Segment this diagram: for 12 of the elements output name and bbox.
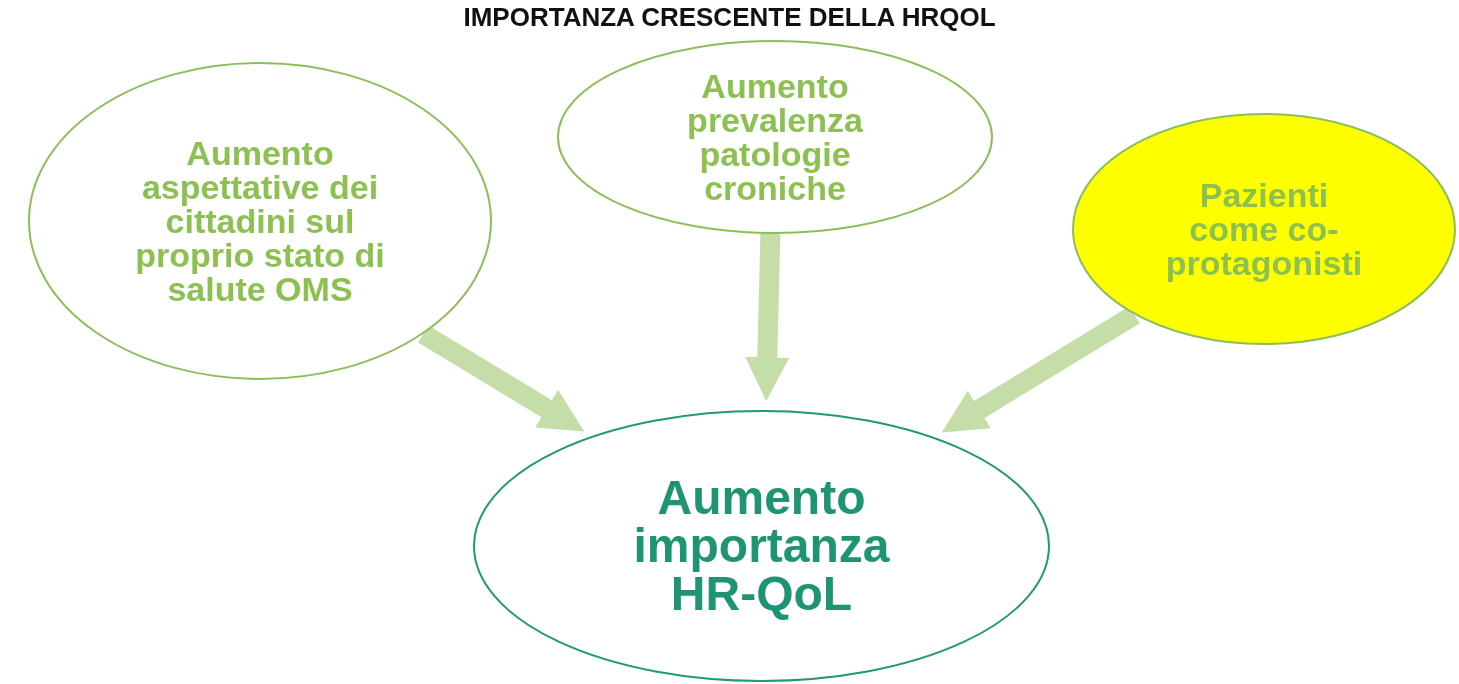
title: IMPORTANZA CRESCENTE DELLA HRQOL [462, 2, 997, 33]
node-label: Aumento aspettative dei cittadini sul proprio stato di salute OMS [134, 136, 386, 306]
block-arrow [745, 233, 790, 402]
block-arrow [941, 306, 1140, 433]
ellipse-node [28, 62, 492, 380]
node-label: Aumento importanza HR-QoL [632, 474, 891, 618]
block-arrow [418, 325, 585, 432]
node-label: Aumento prevalenza patologie croniche [686, 69, 864, 205]
ellipse-node [1072, 113, 1456, 345]
ellipse-node [557, 40, 993, 234]
ellipse-node [473, 410, 1050, 682]
node-label: Pazienti come co-protagonisti [1164, 178, 1364, 280]
